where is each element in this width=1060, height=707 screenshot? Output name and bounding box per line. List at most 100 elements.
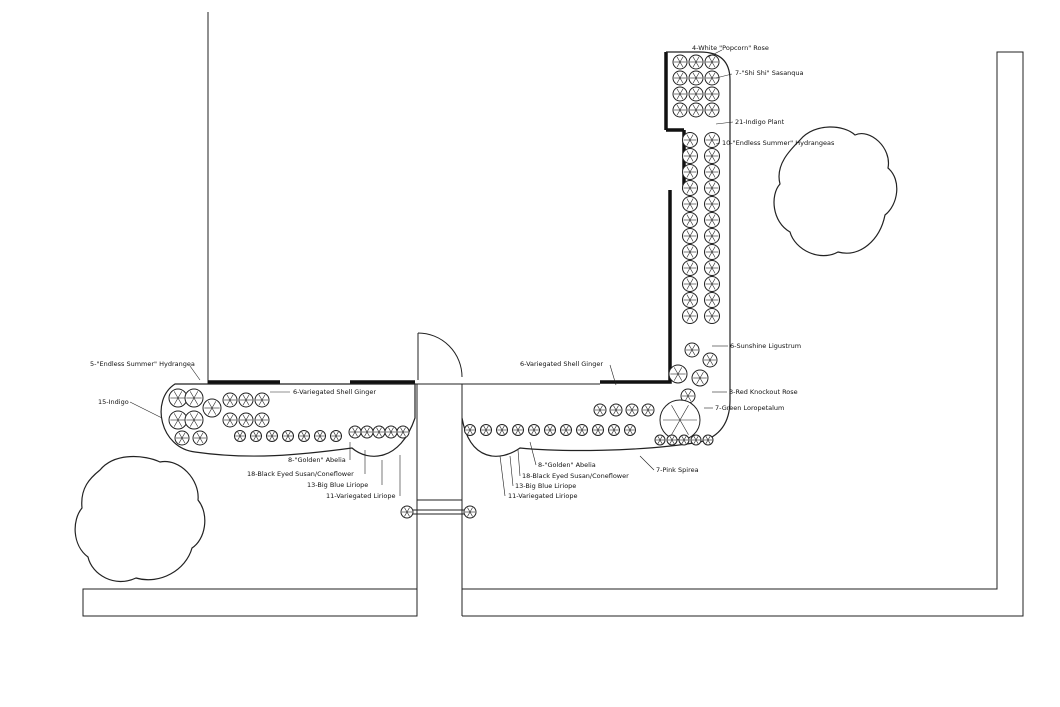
shrub-symbol-icon [688, 54, 704, 70]
shrub-symbol-icon [463, 505, 477, 519]
shrub-symbol-icon [593, 403, 607, 417]
shrub-symbol-icon [704, 164, 720, 180]
shrub-symbol-icon [704, 54, 720, 70]
label-popcorn-rose: 4-White "Popcorn" Rose [692, 44, 769, 52]
shrub-symbol-icon [704, 212, 720, 228]
shrub-symbol-icon [682, 132, 698, 148]
shrub-symbol-icon [266, 430, 278, 442]
shrub-symbol-icon [348, 425, 362, 439]
shrub-symbol-icon [691, 369, 709, 387]
label-liriope-blue-right: 13-Big Blue Liriope [515, 482, 576, 490]
shrub-symbol-icon [234, 430, 246, 442]
planting-beds [160, 51, 731, 457]
shrub-symbol-icon [624, 424, 636, 436]
shrub-symbol-icon [688, 86, 704, 102]
shrub-symbol-icon [682, 196, 698, 212]
plant-symbols [168, 54, 720, 519]
shrub-symbol-icon [254, 392, 270, 408]
shrub-symbol-icon [690, 434, 702, 446]
label-coneflower-right: 18-Black Eyed Susan/Coneflower [522, 472, 629, 480]
shrub-symbol-icon [192, 430, 208, 446]
shrub-symbol-icon [688, 102, 704, 118]
shrub-symbol-icon [682, 260, 698, 276]
shrub-symbol-icon [704, 180, 720, 196]
shrub-symbol-icon [608, 424, 620, 436]
shrub-symbol-icon [702, 352, 718, 368]
left-bed-outline [160, 383, 416, 457]
shrub-symbol-icon [704, 292, 720, 308]
tree-right [773, 126, 898, 257]
shrub-symbol-icon [704, 148, 720, 164]
shrub-symbol-icon [360, 425, 374, 439]
shrub-symbol-icon [174, 430, 190, 446]
shrub-symbol-icon [480, 424, 492, 436]
label-indigo-plant: 21-Indigo Plant [735, 118, 785, 126]
shrub-symbol-icon [704, 244, 720, 260]
house-walls [208, 52, 686, 384]
shrub-symbol-icon [372, 425, 386, 439]
shrub-symbol-icon [704, 308, 720, 324]
shrub-symbol-icon [496, 424, 508, 436]
shrub-symbol-icon [682, 244, 698, 260]
shrub-symbol-icon [704, 276, 720, 292]
label-indigo-left: 15-Indigo [98, 398, 129, 406]
label-abelia-right: 8-"Golden" Abelia [538, 461, 596, 469]
shrub-symbol-icon [464, 424, 476, 436]
right-bed-outline [461, 51, 731, 457]
shrub-symbol-icon [254, 412, 270, 428]
shrub-symbol-icon [609, 403, 623, 417]
shrub-symbol-icon [641, 403, 655, 417]
shrub-symbol-icon [682, 228, 698, 244]
label-red-knockout-rose: 3-Red Knockout Rose [729, 388, 798, 396]
shrub-symbol-icon [682, 212, 698, 228]
shrub-symbol-icon [396, 425, 410, 439]
plant-labels: 4-White "Popcorn" Rose 7-"Shi Shi" Sasan… [90, 44, 835, 500]
shrub-symbol-icon [298, 430, 310, 442]
shrub-symbol-icon [512, 424, 524, 436]
shrub-symbol-icon [668, 364, 688, 384]
shrub-symbol-icon [576, 424, 588, 436]
label-shell-ginger-left: 6-Variegated Shell Ginger [293, 388, 376, 396]
shrub-symbol-icon [168, 388, 188, 408]
large-tree-canopy-icon [74, 455, 206, 583]
shrub-symbol-icon [659, 399, 701, 441]
shrub-symbol-icon [222, 392, 238, 408]
shrub-symbol-icon [682, 308, 698, 324]
label-green-loropetalum: 7-Green Loropetalum [715, 404, 784, 412]
shrub-symbol-icon [704, 132, 720, 148]
label-liriope-var-left: 11-Variegated Liriope [326, 492, 396, 500]
label-pink-spirea: 7-Pink Spirea [656, 466, 699, 474]
shrub-symbol-icon [654, 434, 666, 446]
shrub-symbol-icon [682, 164, 698, 180]
shrub-symbol-icon [702, 434, 714, 446]
shrub-symbol-icon [168, 410, 188, 430]
shrub-symbol-icon [672, 70, 688, 86]
shrub-symbol-icon [528, 424, 540, 436]
shrub-symbol-icon [282, 430, 294, 442]
shrub-symbol-icon [560, 424, 572, 436]
shrub-symbol-icon [314, 430, 326, 442]
shrub-symbol-icon [544, 424, 556, 436]
shrub-symbol-icon [238, 392, 254, 408]
large-tree-canopy-icon [773, 126, 898, 257]
shrub-symbol-icon [592, 424, 604, 436]
shrub-symbol-icon [202, 398, 222, 418]
shrub-symbol-icon [222, 412, 238, 428]
shrub-symbol-icon [682, 180, 698, 196]
shrub-symbol-icon [625, 403, 639, 417]
label-shi-shi-sasanqua: 7-"Shi Shi" Sasanqua [735, 69, 804, 77]
label-sunshine-ligustrum: 6-Sunshine Ligustrum [730, 342, 801, 350]
label-liriope-blue-left: 13-Big Blue Liriope [307, 481, 368, 489]
shrub-symbol-icon [184, 388, 204, 408]
shrub-symbol-icon [682, 276, 698, 292]
label-coneflower-left: 18-Black Eyed Susan/Coneflower [247, 470, 354, 478]
shrub-symbol-icon [688, 70, 704, 86]
shrub-symbol-icon [704, 228, 720, 244]
shrub-symbol-icon [672, 54, 688, 70]
shrub-symbol-icon [704, 102, 720, 118]
shrub-symbol-icon [666, 434, 678, 446]
label-shell-ginger-right: 6-Variegated Shell Ginger [520, 360, 603, 368]
door-swing [417, 332, 463, 378]
tree-left [74, 455, 206, 583]
